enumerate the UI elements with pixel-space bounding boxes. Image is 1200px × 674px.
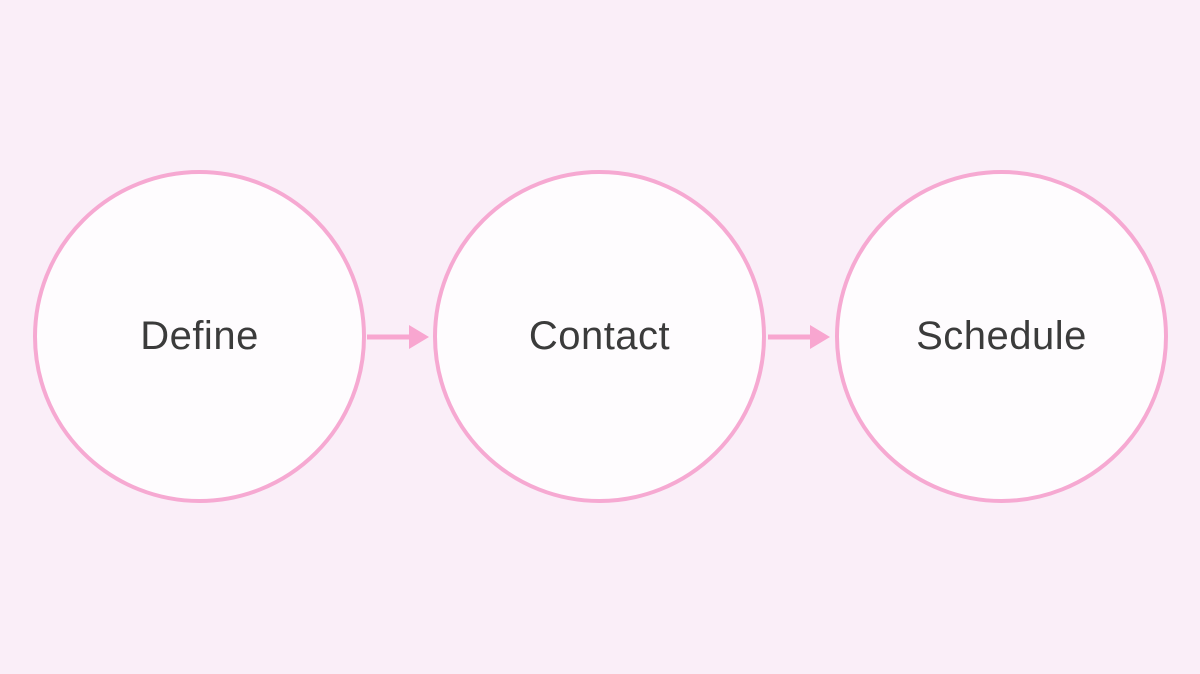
node-schedule-label: Schedule (916, 314, 1087, 358)
node-contact-label: Contact (528, 314, 671, 358)
node-contact: Contact (433, 170, 766, 503)
node-define: Define (33, 170, 366, 503)
arrow-right-icon (768, 322, 830, 352)
node-schedule: Schedule (835, 170, 1168, 503)
arrow-right-icon (367, 322, 429, 352)
node-define-label: Define (140, 314, 259, 358)
